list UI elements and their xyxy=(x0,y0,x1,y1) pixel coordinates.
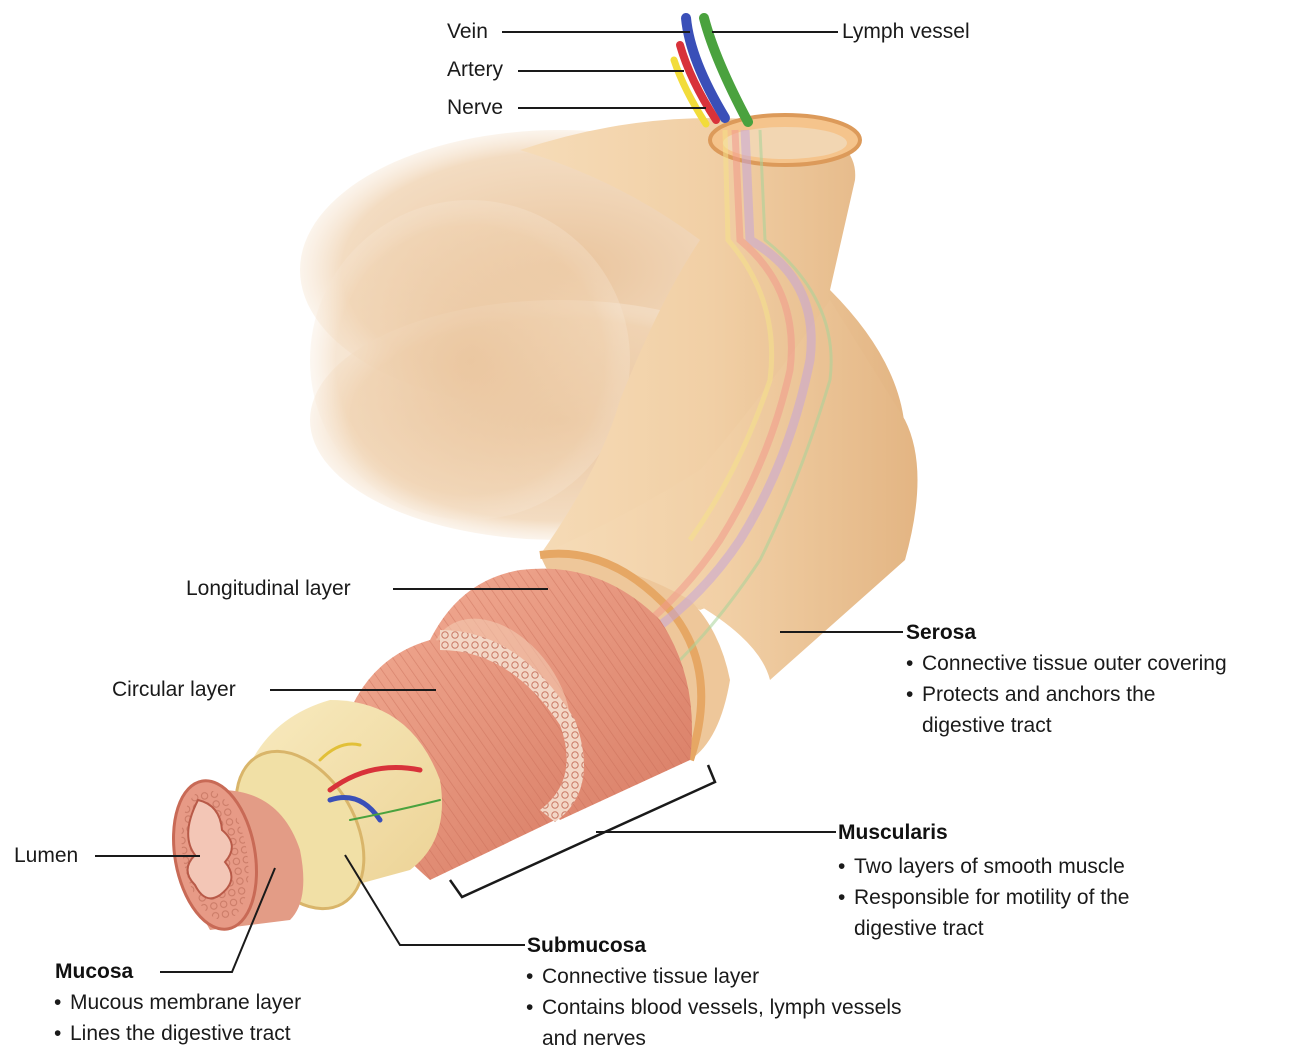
mucosa-bullet: Mucous membrane layer xyxy=(52,987,301,1018)
serosa-title: Serosa xyxy=(906,621,976,645)
mucosa-title: Mucosa xyxy=(55,960,133,984)
longitudinal-layer-label: Longitudinal layer xyxy=(186,577,351,601)
vein-label: Vein xyxy=(447,20,488,44)
submucosa-bullet: Connective tissue layer xyxy=(524,961,902,992)
muscularis-bullet: Two layers of smooth muscle xyxy=(836,851,1129,882)
muscularis-bullets: Two layers of smooth muscle Responsible … xyxy=(836,851,1129,944)
circular-layer-label: Circular layer xyxy=(112,678,236,702)
submucosa-bullets: Connective tissue layer Contains blood v… xyxy=(524,961,902,1054)
artery-label: Artery xyxy=(447,58,503,82)
mucosa-bullet: Lines the digestive tract xyxy=(52,1018,301,1049)
submucosa-title: Submucosa xyxy=(527,934,646,958)
lymph-vessel-label: Lymph vessel xyxy=(842,20,970,44)
submucosa-bullet-continued: and nerves xyxy=(524,1023,902,1054)
serosa-bullet: Connective tissue outer covering xyxy=(904,648,1227,679)
serosa-bullet-continued: digestive tract xyxy=(904,710,1227,741)
muscularis-bullet-continued: digestive tract xyxy=(836,913,1129,944)
serosa-bullet: Protects and anchors the xyxy=(904,679,1227,710)
submucosa-bullet: Contains blood vessels, lymph vessels xyxy=(524,992,902,1023)
mucosa-bullets: Mucous membrane layer Lines the digestiv… xyxy=(52,987,301,1049)
muscularis-title: Muscularis xyxy=(838,821,948,845)
nerve-label: Nerve xyxy=(447,96,503,120)
serosa-bullets: Connective tissue outer covering Protect… xyxy=(904,648,1227,741)
muscularis-bullet: Responsible for motility of the xyxy=(836,882,1129,913)
lumen-label: Lumen xyxy=(14,844,78,868)
